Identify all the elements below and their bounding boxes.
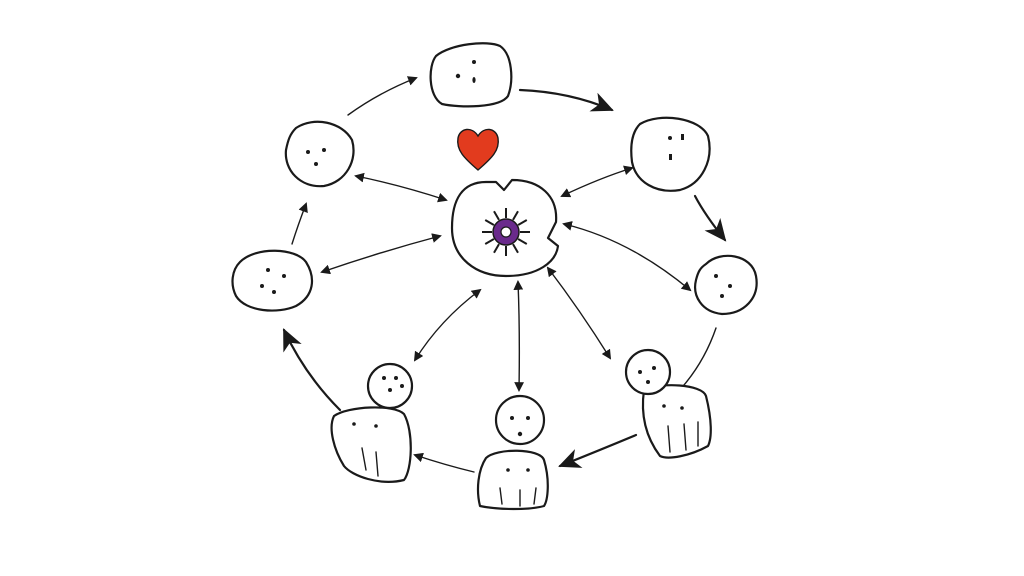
gear-tooth: [517, 238, 528, 245]
gear-tooth: [517, 219, 528, 226]
ring-line-right-to-lower-right: [683, 327, 717, 386]
ring-arrow-top-to-upper-right: [518, 88, 614, 112]
gear-tooth: [484, 219, 495, 226]
gear-tooth: [512, 210, 519, 221]
ring-connectors: [282, 76, 727, 473]
spoke-connectors: [320, 165, 692, 392]
node-upper-right: [630, 116, 711, 192]
heart-icon: [457, 128, 499, 171]
spoke-to-node-bottom: [513, 280, 525, 392]
gear-tooth: [493, 210, 500, 221]
node-upper-left: [284, 120, 355, 188]
node-bottom: [476, 394, 549, 511]
node-right: [694, 254, 758, 316]
node-lower-right: [624, 348, 712, 459]
spoke-to-node-left: [320, 233, 442, 275]
spoke-to-node-upper-left: [354, 172, 448, 203]
ring-arrow-upper-left-to-top: [347, 76, 418, 116]
spoke-to-node-lower-left: [413, 288, 482, 362]
gear-tooth: [484, 238, 495, 245]
node-lower-left: [330, 362, 414, 483]
gear-icon: [482, 208, 530, 256]
ring-arrow-lower-right-to-bottom: [558, 433, 638, 468]
ring-arrow-lower-left-to-left: [282, 328, 342, 412]
spoke-to-node-lower-right: [546, 266, 612, 360]
spoke-to-node-right: [562, 221, 692, 292]
gear-tooth: [493, 243, 500, 254]
gear-hole: [500, 226, 512, 238]
node-top: [429, 42, 513, 108]
gear-tooth: [512, 243, 519, 254]
spoke-to-node-upper-right: [560, 165, 634, 198]
hub-node: [450, 178, 560, 278]
ring-arrow-left-to-upper-left: [291, 202, 308, 245]
ring-arrow-bottom-to-lower-left: [413, 452, 475, 473]
ring-arrow-upper-right-to-right: [693, 194, 727, 242]
node-left: [231, 249, 314, 312]
